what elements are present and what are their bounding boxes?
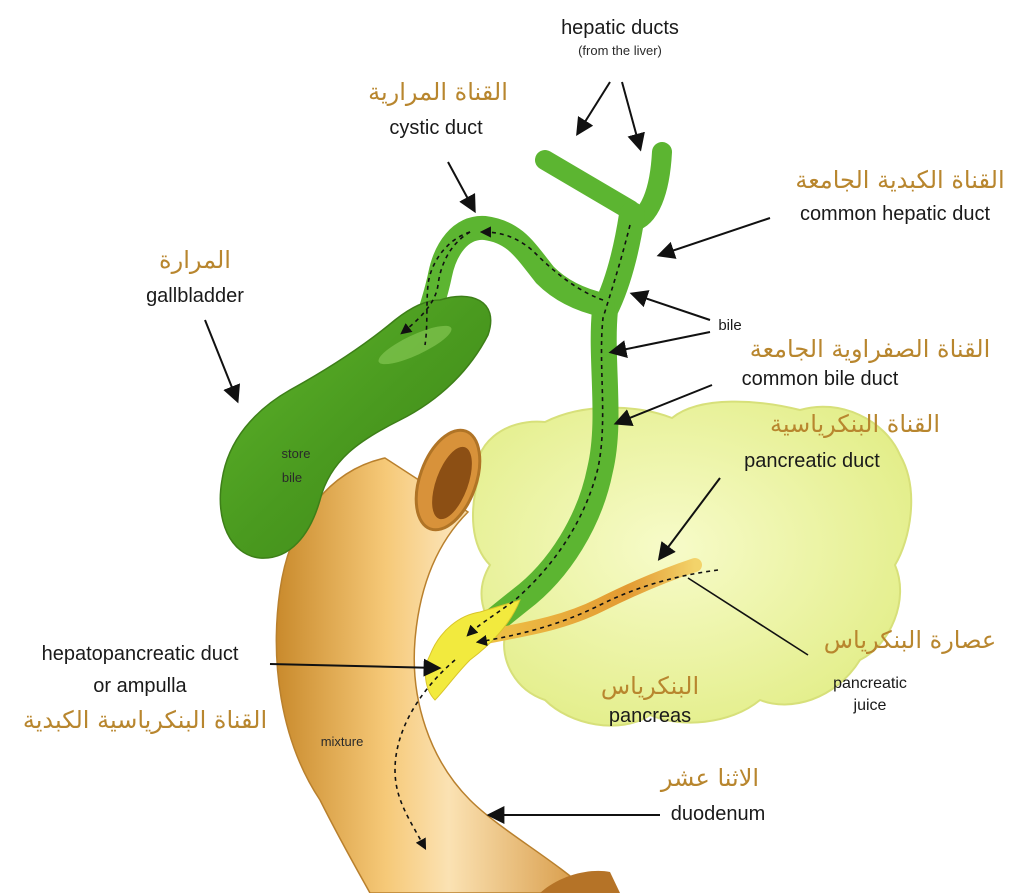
pancreas-label-ar: البنكرياس xyxy=(601,672,699,700)
duodenum-label: duodenum xyxy=(671,803,766,825)
cystic-duct-arrow xyxy=(448,162,474,210)
gallbladder-arrow xyxy=(205,320,237,400)
gallbladder-label-ar: المرارة xyxy=(159,246,231,274)
hepatopancreatic-duct-label-1: hepatopancreatic duct xyxy=(42,643,239,665)
pancreatic-juice-label-2: juice xyxy=(853,697,887,714)
left-hepatic-duct-shape xyxy=(545,160,630,210)
common-bile-duct-label: common bile duct xyxy=(742,368,899,390)
bile-arrow-2 xyxy=(612,332,710,352)
pancreatic-juice-label-1: pancreatic xyxy=(833,675,907,692)
cystic-duct-label-ar: القناة المرارية xyxy=(368,78,508,106)
bile-label: bile xyxy=(718,317,741,334)
store-bile-label-2: bile xyxy=(282,470,302,485)
mixture-label: mixture xyxy=(321,734,364,749)
common-bile-duct-label-ar: القناة الصفراوية الجامعة xyxy=(750,335,991,363)
hepatic-ducts-label: hepatic ducts xyxy=(561,17,679,39)
pancreas-label: pancreas xyxy=(609,705,691,727)
hepatopancreatic-duct-label-ar: القناة البنكرياسية الكبدية xyxy=(23,706,267,734)
duodenum-label-ar: الاثنا عشر xyxy=(660,764,759,792)
common-hepatic-duct-label: common hepatic duct xyxy=(800,203,991,225)
hepatic-ducts-arrow-left xyxy=(578,82,610,133)
common-hepatic-duct-arrow xyxy=(660,218,770,255)
gallbladder-label: gallbladder xyxy=(146,285,244,307)
store-bile-label-1: store xyxy=(282,446,311,461)
common-hepatic-duct-label-ar: القناة الكبدية الجامعة xyxy=(795,166,1004,194)
cystic-duct-label: cystic duct xyxy=(389,117,483,139)
hepatopancreatic-duct-label-2: or ampulla xyxy=(93,675,187,697)
bile-arrow-1 xyxy=(633,294,710,320)
pancreatic-duct-label-ar: القناة البنكرياسية xyxy=(770,410,940,438)
hepatic-ducts-note: (from the liver) xyxy=(578,43,662,58)
pancreatic-juice-label-ar: عصارة البنكرياس xyxy=(824,626,997,654)
hepatic-ducts-arrow-right xyxy=(622,82,640,148)
pancreatic-duct-label: pancreatic duct xyxy=(744,450,880,472)
